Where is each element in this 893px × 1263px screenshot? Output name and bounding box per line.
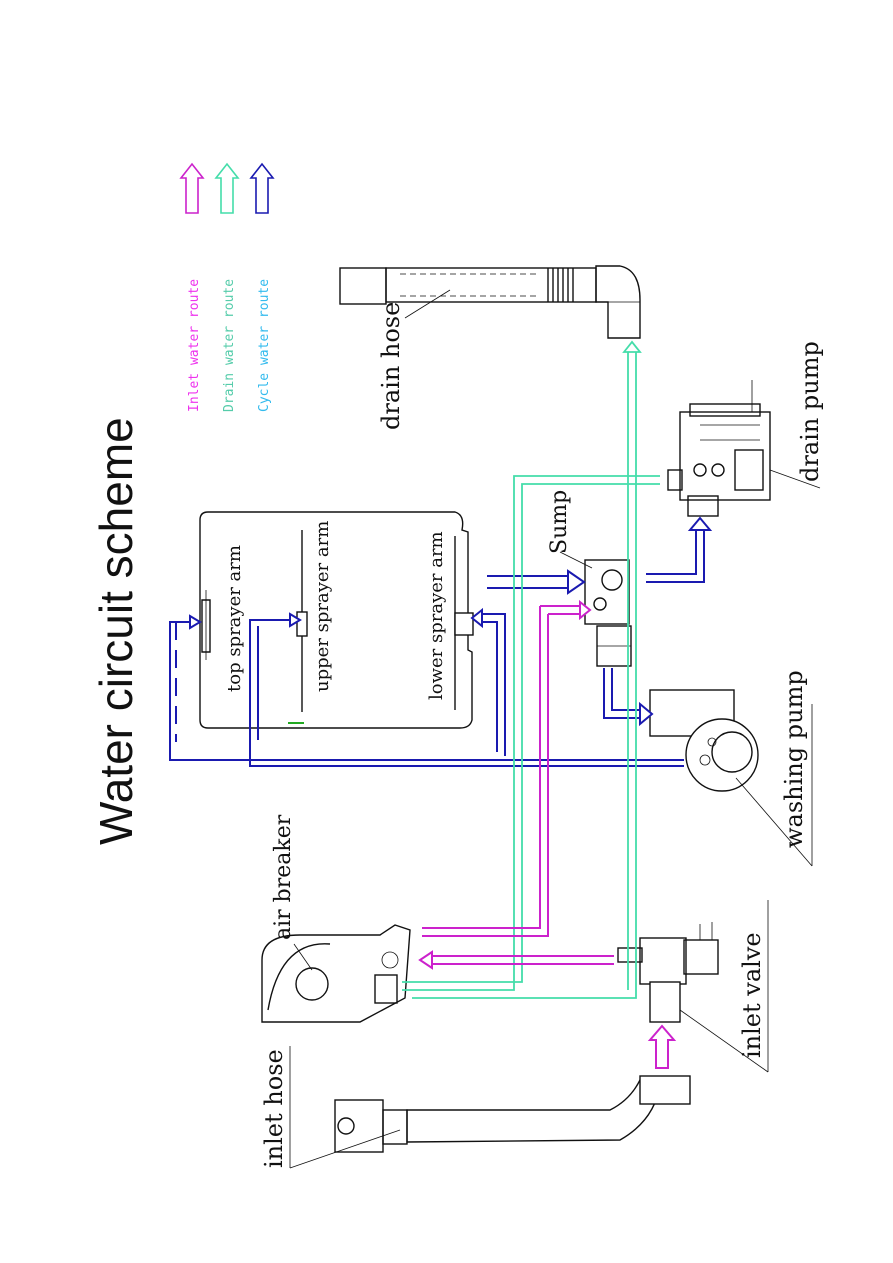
legend-inlet-text: Inlet water route: [187, 279, 202, 412]
drain-route: [402, 340, 660, 999]
drain-pump: [667, 380, 771, 517]
washing-pump-label: washing pump: [780, 670, 808, 848]
inlet-hose-label: inlet hose: [260, 1049, 288, 1168]
top-sprayer-arm: [201, 590, 211, 660]
page-title: Water circuit scheme: [90, 417, 142, 845]
lower-sprayer-arm: [454, 536, 474, 710]
inlet-valve: [617, 922, 719, 1023]
sump-label: Sump: [547, 490, 572, 554]
upper-sprayer-arm: [296, 530, 308, 712]
drain-hose-label: drain hose: [377, 302, 405, 430]
tub: [199, 511, 473, 729]
top-sprayer-arm-label: top sprayer arm: [224, 545, 245, 692]
legend-arrows: [179, 162, 275, 214]
sump: [584, 559, 632, 667]
air-breaker-label: air breaker: [271, 814, 296, 940]
legend-cycle-text: Cycle water route: [257, 279, 272, 412]
upper-sprayer-arm-label: upper sprayer arm: [312, 521, 333, 692]
drain-pump-label: drain pump: [796, 341, 824, 482]
inlet-valve-label: inlet valve: [738, 932, 766, 1058]
washing-pump: [649, 689, 759, 792]
lower-sprayer-arm-label: lower sprayer arm: [426, 531, 447, 700]
inlet-route: [418, 599, 677, 1069]
air-breaker: [261, 924, 411, 1023]
legend-drain-text: Drain water route: [222, 279, 237, 412]
legend-inlet-arrow-icon: [179, 162, 205, 214]
legend-cycle-arrow-icon: [249, 162, 275, 214]
drain-hose: [339, 265, 641, 339]
inlet-hose: [334, 1075, 691, 1153]
legend-drain-arrow-icon: [214, 162, 240, 214]
